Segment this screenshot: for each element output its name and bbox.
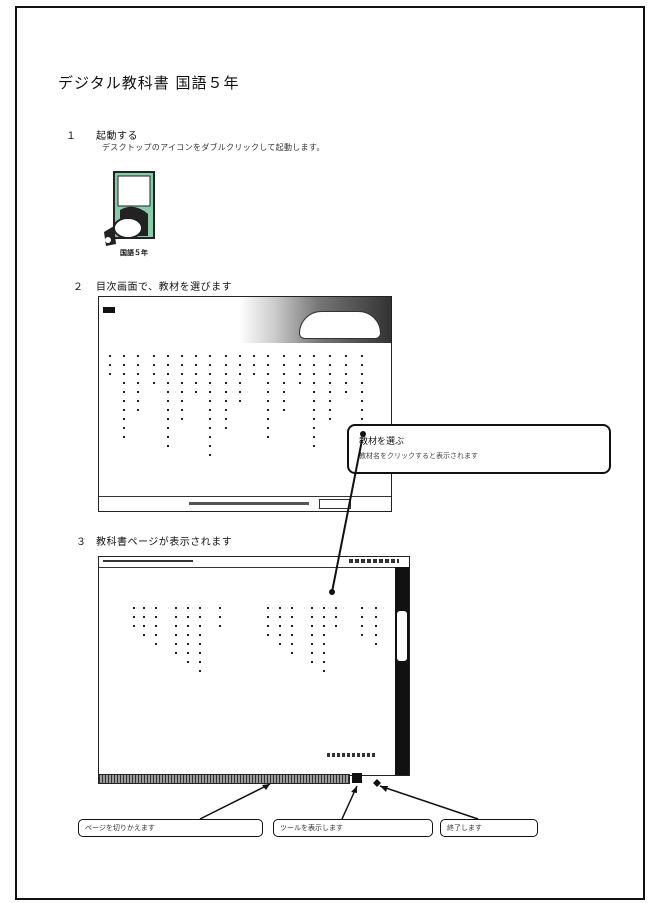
section-2-number: ２ [73,282,83,293]
document-title: デジタル教科書 国語５年 [58,74,240,92]
tool-icon[interactable] [352,773,362,783]
toc-footer-links [189,502,309,505]
label-exit: 終了します [440,819,538,837]
section-1-number: １ [66,131,76,142]
section-1-heading: 起動する [96,131,138,142]
toc-footer-bar [99,496,391,511]
section-1-desc: デスクトップのアイコンをダブルクリックして起動します。 [102,143,325,152]
compass-icon [104,171,155,246]
app-icon-label: 国語５年 [120,249,148,257]
textbook-top-bar [99,557,409,568]
exit-icon[interactable] [372,773,382,787]
toc-header-illustration [299,311,381,339]
textbook-side-toolbar [395,567,409,775]
callout-desc: 教材名をクリックすると表示されます [359,452,478,460]
toc-logo [103,307,115,313]
callout-box: 教材を選ぶ 教材名をクリックすると表示されます [347,424,611,474]
label-page-switch: ページを切りかえます [78,819,263,837]
app-icon[interactable] [100,170,158,252]
page-slider[interactable] [98,774,350,784]
section-2-heading: 目次画面で、教材を選びます [96,282,233,293]
toc-footer-button [319,499,351,509]
toc-screen-thumbnail [98,296,392,512]
section-3-number: ３ [76,537,86,548]
label-tool-display: ツールを表示します [273,819,433,837]
textbook-page-number [327,753,377,757]
callout-title: 教材を選ぶ [359,437,405,447]
section-3-heading: 教科書ページが表示されます [96,537,233,548]
